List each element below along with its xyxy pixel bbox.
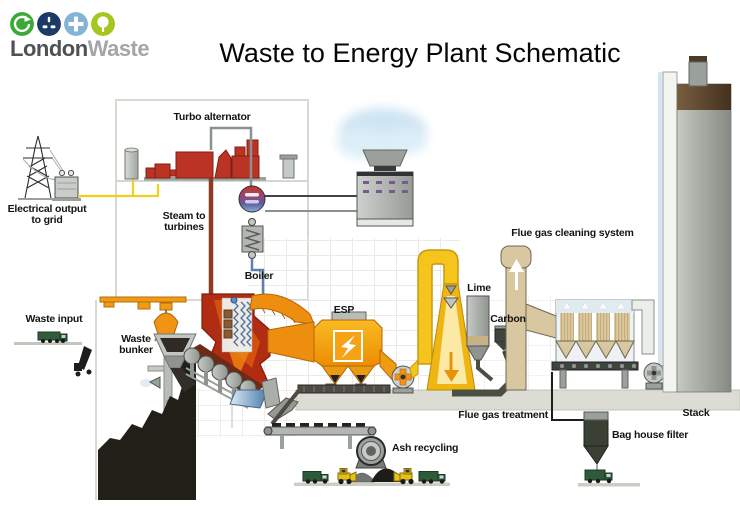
page-title: Waste to Energy Plant Schematic xyxy=(219,38,621,69)
turbine-pedestal xyxy=(279,154,298,179)
loader-icon xyxy=(393,468,414,485)
trommel-icon xyxy=(355,436,387,469)
label-boiler: Boiler xyxy=(244,270,274,282)
label-esp: ESP xyxy=(333,304,355,316)
air-nozzle-icon xyxy=(140,376,161,389)
plug-icon xyxy=(37,12,61,36)
condensate-pipes xyxy=(250,195,357,300)
turbine-exhaust-pipe xyxy=(209,126,253,186)
steam-drum-icon xyxy=(238,185,266,213)
label-turbo-alternator: Turbo alternator xyxy=(173,111,251,123)
esp-icon xyxy=(313,311,383,391)
waste-pile xyxy=(98,344,196,500)
lime-silo-icon xyxy=(466,295,494,382)
lightning-icon xyxy=(341,335,356,358)
label-ash-recycling: Ash recycling xyxy=(392,442,459,454)
logo-circles xyxy=(10,12,149,36)
tree-icon xyxy=(91,12,115,36)
esp-duct xyxy=(249,293,315,363)
heat-exchanger-icon xyxy=(241,218,264,259)
ash-conveyor-icon xyxy=(263,423,377,449)
ash-truck-icon xyxy=(418,471,446,484)
recycle-icon xyxy=(10,12,34,36)
label-waste-bunker: Waste bunker xyxy=(119,333,153,357)
turbo-alternator-icon xyxy=(144,139,266,181)
brand-secondary: Waste xyxy=(87,36,150,61)
residue-lines xyxy=(551,372,584,421)
absorber-tower-icon xyxy=(500,245,557,391)
residue-truck-icon xyxy=(584,469,613,484)
plus-icon xyxy=(64,12,88,36)
ash-truck-icon xyxy=(302,471,329,484)
building-outline xyxy=(14,72,662,500)
label-flue-gas-treatment: Flue gas treatment xyxy=(458,409,548,421)
residue-silo-icon xyxy=(583,411,609,470)
label-electrical-output: Electrical output to grid xyxy=(7,203,87,227)
label-carbon: Carbon xyxy=(490,313,526,325)
stack-duct xyxy=(631,299,655,355)
label-waste-input: Waste input xyxy=(25,313,83,325)
label-stack: Stack xyxy=(682,407,710,419)
stack-icon xyxy=(662,56,732,393)
londonwaste-logo: LondonWaste xyxy=(10,12,150,61)
feedwater-tank-icon xyxy=(124,147,139,180)
condenser-icon xyxy=(356,149,414,227)
label-bag-house-filter: Bag house filter xyxy=(612,429,689,441)
label-steam-to-turbines: Steam to turbines xyxy=(162,210,206,234)
baghouse-icon xyxy=(551,299,639,389)
label-lime: Lime xyxy=(467,282,491,294)
tipping-truck-icon xyxy=(74,346,92,377)
boiler-tubes-icon xyxy=(221,296,253,353)
transformer-icon xyxy=(52,169,81,201)
esp-ash-conveyor xyxy=(270,384,391,426)
feed-hopper-icon xyxy=(153,333,197,392)
waste-truck-icon xyxy=(37,331,68,343)
label-flue-gas-cleaning-system: Flue gas cleaning system xyxy=(511,227,634,239)
spray-tower-icon xyxy=(426,283,476,391)
logo-wordmark: LondonWaste xyxy=(10,36,150,61)
loader-icon xyxy=(337,468,357,485)
brand-primary: London xyxy=(10,36,88,61)
pylon-icon xyxy=(18,135,65,200)
power-cable xyxy=(78,179,160,198)
flue-fan-icon xyxy=(391,365,415,394)
